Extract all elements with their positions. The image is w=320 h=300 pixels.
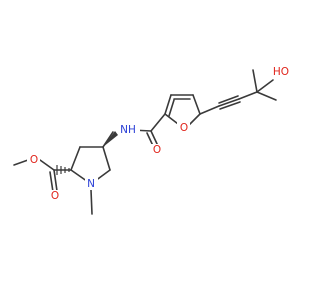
bond-carbonyl-o-1 [150,130,159,147]
label-bg-amide-nh [118,123,140,136]
molecule-diagram: O O NH HO O O N [13,65,294,215]
label-bg-hydroxyl [270,65,294,78]
bond-n-methyl [90,189,93,215]
bond-o-methyl [13,159,29,166]
atom-amide-o: O [153,144,161,156]
bond-alkyne-quat [238,91,258,100]
bond-ester-c-o-single [39,159,55,171]
atom-amide-nh: NH [120,124,136,136]
label-bg-amide-o [151,144,164,156]
bond-ester-c-o-double-1 [53,169,58,192]
atom-ester-o-single: O [30,154,38,166]
bond-furan-c2-c3-double [168,99,175,117]
bond-c2-carbonyl [150,113,166,132]
bond-c5-alkyne [199,105,220,115]
bond-quat-me-right [256,91,277,101]
bond-ester-c-o-double-2 [49,171,54,193]
bond-nh-c4 [102,131,114,148]
bond-furan-c4-c5 [192,94,201,115]
bond-quat-me-top [252,69,258,93]
bond-alkyne-1 [218,98,240,107]
atom-hydroxyl: HO [273,66,289,78]
label-bg-ester-o-double [49,190,62,202]
atom-labels: O O NH HO O O N [27,65,294,202]
label-bg-ester-o-single [27,154,40,166]
atom-furan-o: O [180,122,188,134]
wedge-c4-nh [103,131,118,147]
atom-ring-n: N [87,178,95,190]
bond-quat-oh [256,79,274,93]
stereo-bonds [56,131,118,175]
label-bg-ring-n [85,178,98,190]
hash-c2-ester [56,165,70,175]
bond-alkyne-2 [218,95,239,104]
atom-ester-o-double: O [51,190,59,202]
bond-c4-c5 [102,146,111,171]
bond-furan-c2-c3 [164,94,172,115]
bond-c2-c3 [70,146,81,171]
bond-alkyne-3 [219,101,241,110]
label-bg-furan-o [177,122,190,134]
